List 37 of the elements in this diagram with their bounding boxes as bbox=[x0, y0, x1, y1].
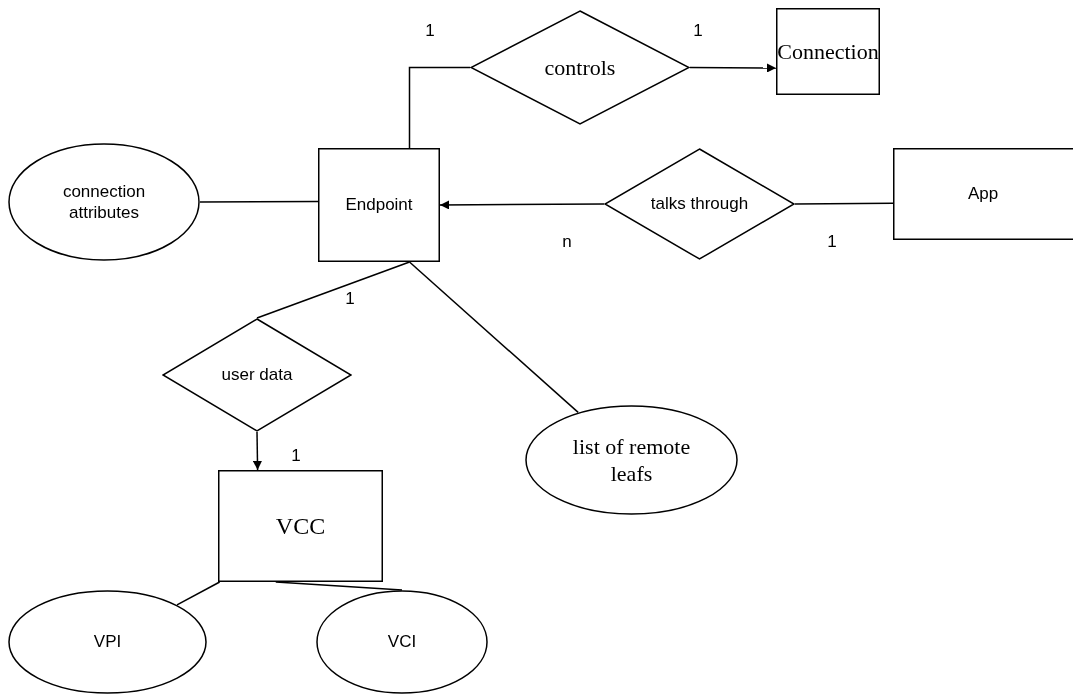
arrow bbox=[439, 200, 605, 210]
relationship-diamond bbox=[604, 148, 795, 260]
entity-box bbox=[318, 148, 440, 262]
node-label: controls bbox=[544, 53, 616, 82]
connector-line bbox=[176, 581, 221, 606]
cardinality-label: 1 bbox=[425, 21, 435, 39]
cardinality-label: 1 bbox=[693, 21, 703, 39]
node-label: Connection bbox=[777, 37, 879, 66]
node-label: list of remote leafs bbox=[571, 432, 692, 488]
cardinality-label: 1 bbox=[827, 232, 837, 250]
entity-box bbox=[893, 148, 1073, 240]
node-label: connection attributes bbox=[61, 180, 147, 224]
relationship-diamond bbox=[470, 10, 690, 125]
node-label: Endpoint bbox=[345, 194, 413, 216]
arrow bbox=[252, 431, 262, 471]
node-label: VPI bbox=[93, 631, 122, 653]
arrow bbox=[689, 63, 777, 73]
node-label: VCC bbox=[275, 512, 326, 541]
relationship-diamond bbox=[162, 318, 352, 432]
connector-line bbox=[199, 200, 319, 203]
connector-line bbox=[408, 66, 471, 149]
entity-box bbox=[218, 470, 383, 582]
connector-line bbox=[794, 202, 894, 205]
node-label: user data bbox=[221, 364, 293, 386]
node-label: VCI bbox=[387, 631, 417, 653]
cardinality-label: 1 bbox=[345, 289, 355, 307]
connector-line bbox=[256, 261, 411, 319]
node-label: App bbox=[967, 183, 999, 205]
attribute-ellipse bbox=[8, 143, 200, 261]
cardinality-label: 1 bbox=[291, 446, 301, 464]
cardinality-label: n bbox=[562, 232, 572, 250]
attribute-ellipse bbox=[525, 405, 738, 515]
node-label: talks through bbox=[650, 193, 749, 215]
entity-box bbox=[776, 8, 880, 95]
connector-line bbox=[408, 261, 579, 414]
attribute-ellipse bbox=[316, 590, 488, 694]
attribute-ellipse bbox=[8, 590, 207, 694]
